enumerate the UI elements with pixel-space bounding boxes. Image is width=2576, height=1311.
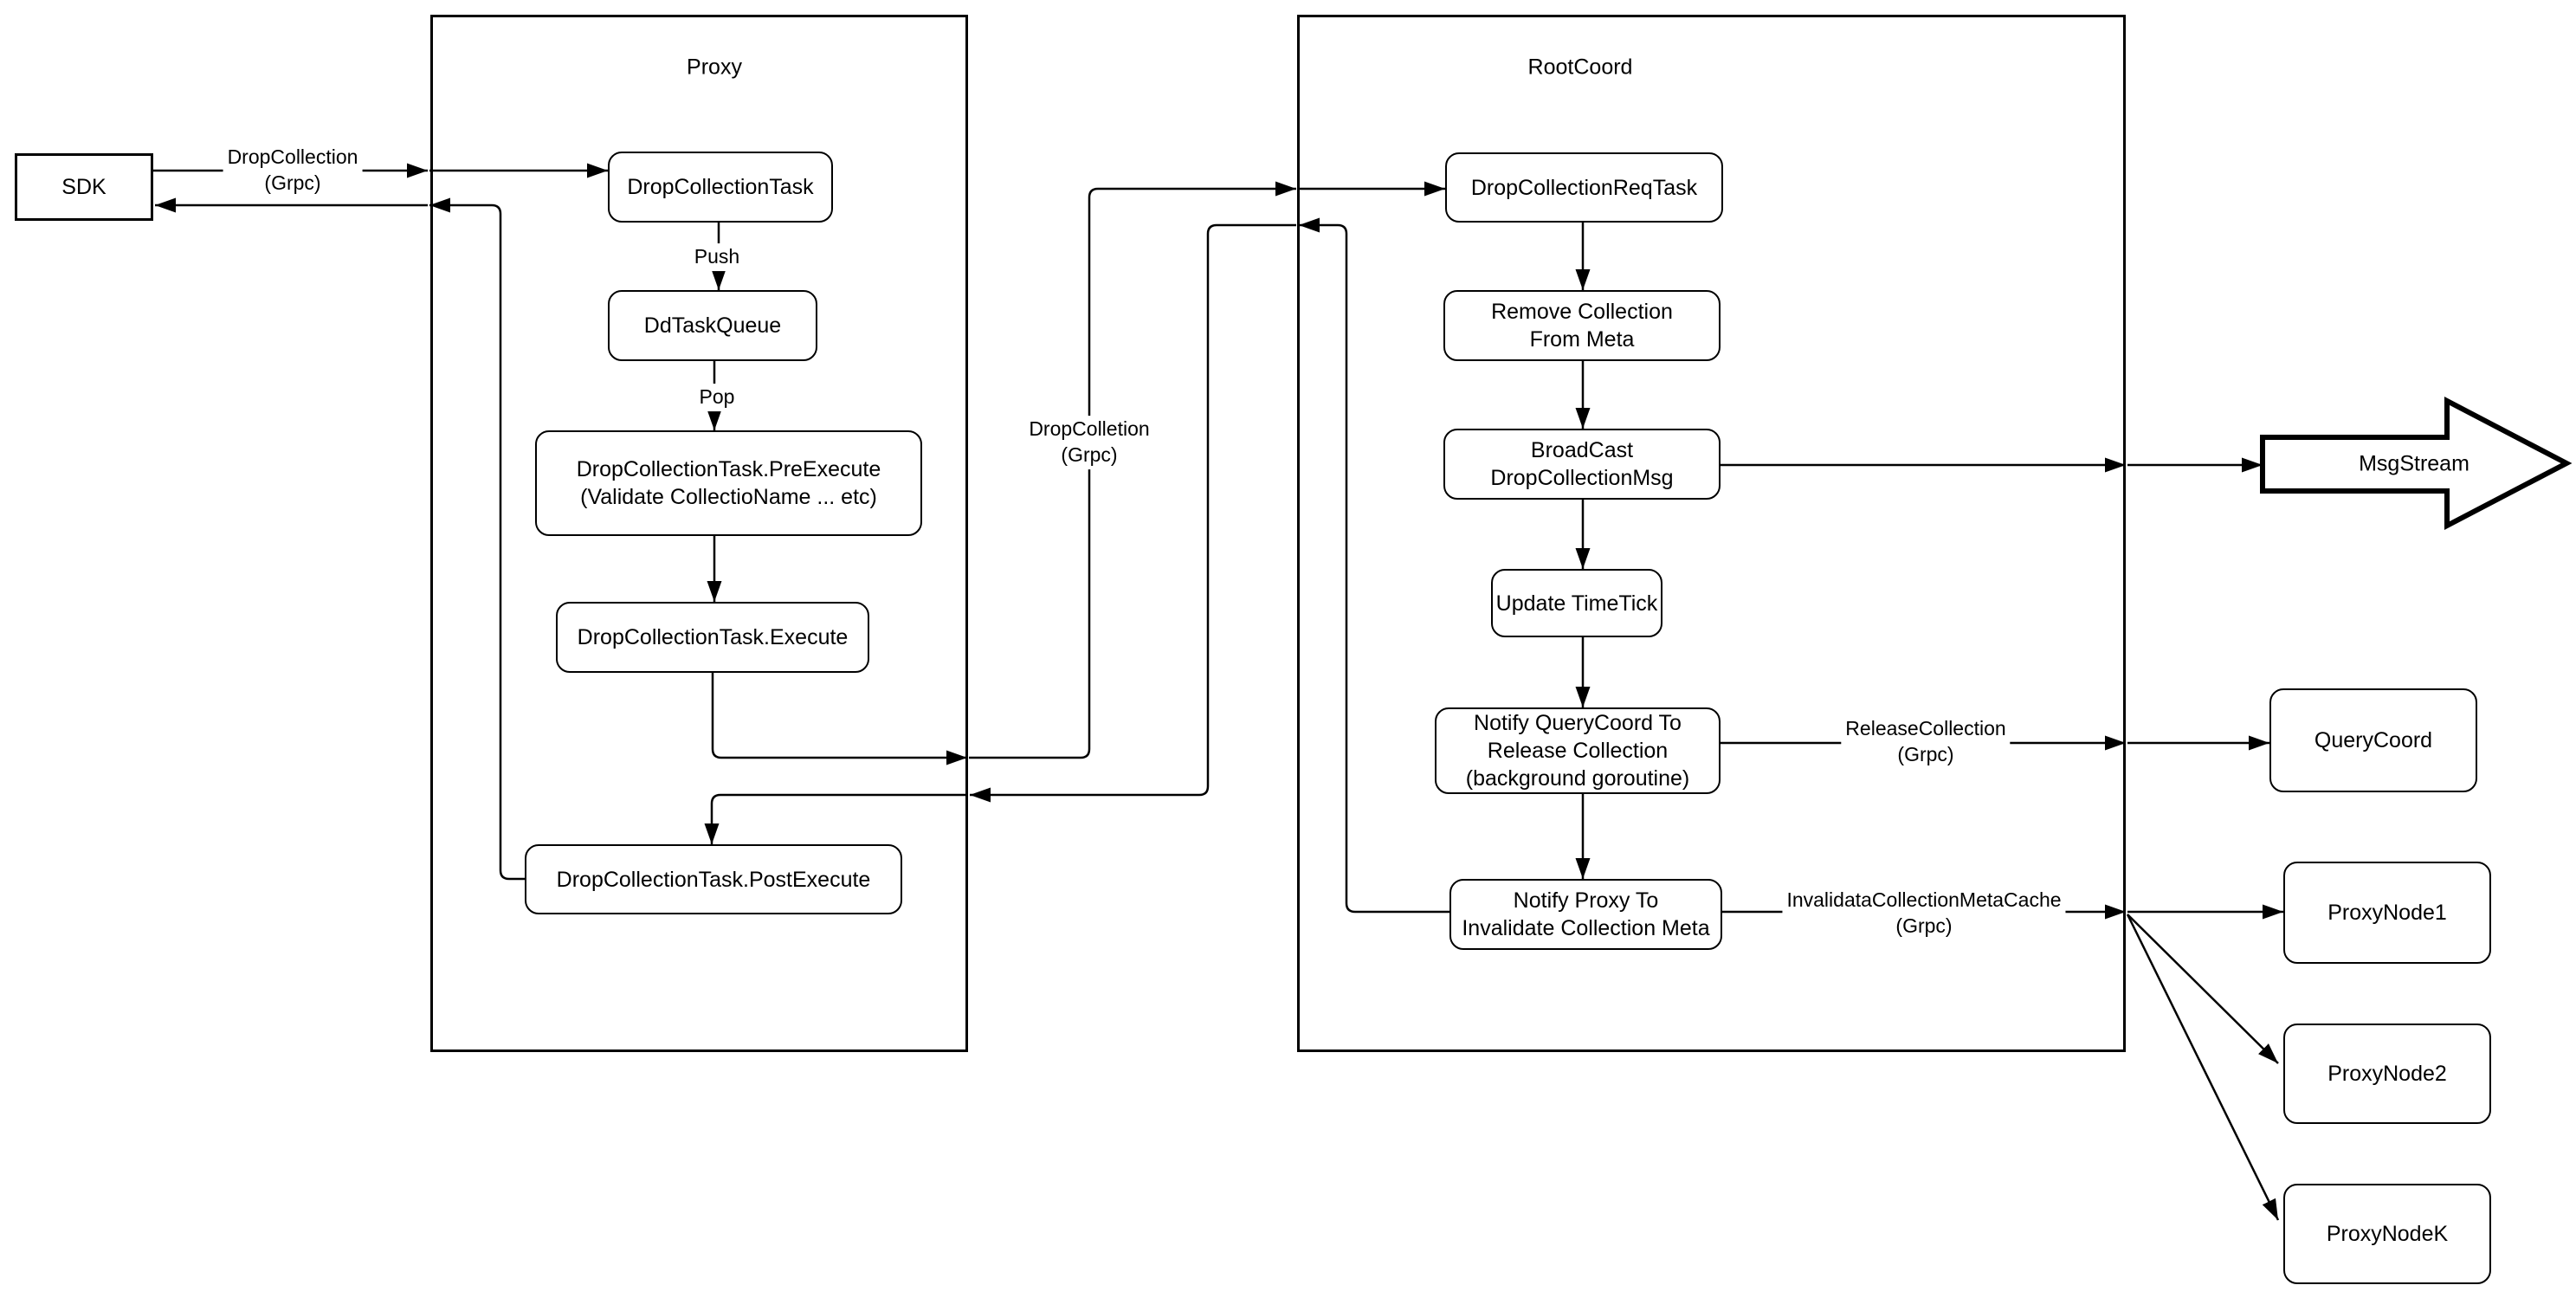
label-pop: Pop: [694, 384, 739, 411]
node-proxynodek: ProxyNodeK: [2283, 1184, 2491, 1284]
edge-border-to-proxynode2: [2127, 914, 2279, 1064]
node-proxynode1: ProxyNode1: [2283, 862, 2491, 964]
msgstream-arrow-shape: [2260, 397, 2573, 530]
edge-postexecute-to-proxy-border: [429, 197, 525, 881]
node-sdk: SDK: [15, 153, 153, 221]
node-dropcollectionreqtask: DropCollectionReqTask: [1445, 152, 1723, 223]
edge-response-into-postexecute: [704, 793, 967, 844]
container-rootcoord: [1297, 15, 2126, 1052]
edge-notifyproxy-out-of-rootcoord: [1299, 217, 1449, 914]
node-notify-proxy: Notify Proxy To Invalidate Collection Me…: [1449, 879, 1722, 950]
rootcoord-title: RootCoord: [1527, 55, 1633, 80]
container-proxy: [430, 15, 968, 1052]
node-querycoord: QueryCoord: [2269, 688, 2477, 792]
node-remove-collection-from-meta: Remove Collection From Meta: [1443, 290, 1721, 361]
edge-border-to-proxynodek: [2126, 914, 2280, 1221]
node-proxynode2: ProxyNode2: [2283, 1024, 2491, 1124]
node-update-timetick: Update TimeTick: [1491, 569, 1662, 637]
node-ddtaskqueue: DdTaskQueue: [608, 290, 817, 361]
node-dropcollectiontask: DropCollectionTask: [608, 152, 833, 223]
msgstream-label: MsgStream: [2359, 451, 2469, 476]
edge-grpc-riser-to-rootcoord: [969, 181, 1296, 759]
edge-response-riser-to-proxy: [970, 223, 1296, 803]
proxy-title: Proxy: [687, 55, 742, 80]
label-dropcollection-grpc: DropCollection (Grpc): [223, 144, 363, 197]
label-push: Push: [689, 243, 745, 271]
node-preexecute: DropCollectionTask.PreExecute (Validate …: [535, 430, 922, 536]
label-dropcolletion-grpc: DropColletion (Grpc): [1024, 416, 1154, 469]
edge-execute-out-of-proxy: [711, 673, 967, 765]
node-execute: DropCollectionTask.Execute: [556, 602, 869, 673]
node-broadcast-dropcollectionmsg: BroadCast DropCollectionMsg: [1443, 429, 1721, 500]
label-invalidatacollectionmetacache-grpc: InvalidataCollectionMetaCache (Grpc): [1782, 887, 2066, 940]
node-notify-querycoord: Notify QueryCoord To Release Collection …: [1435, 707, 1721, 794]
label-releasecollection-grpc: ReleaseCollection (Grpc): [1841, 715, 2011, 769]
node-postexecute: DropCollectionTask.PostExecute: [525, 844, 902, 914]
